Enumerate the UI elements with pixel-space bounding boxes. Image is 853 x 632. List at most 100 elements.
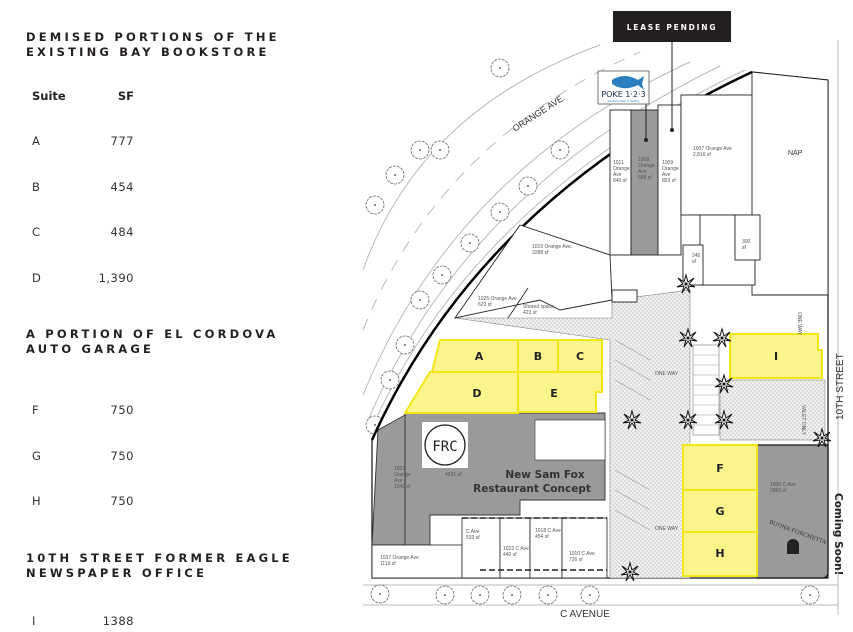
map-label: 1010 C Ave xyxy=(569,551,595,557)
map-label: D xyxy=(472,387,481,400)
map-label: sf xyxy=(742,245,747,251)
table-cell: 750 xyxy=(110,494,134,508)
lease-pending-badge xyxy=(613,11,731,42)
map-label: Shared space xyxy=(523,304,554,310)
map-label: 533 sf xyxy=(466,535,480,541)
available-suites xyxy=(403,333,823,577)
map-label: Ave xyxy=(638,169,647,175)
suite-e[interactable] xyxy=(517,371,603,413)
map-label: 1025 Orange Ave xyxy=(478,296,517,302)
map-label: Premium Fresh & Healthy xyxy=(608,99,640,103)
map-label: Orange xyxy=(662,166,679,172)
table-cell: F xyxy=(32,403,40,417)
col-sf: SF xyxy=(117,89,134,103)
map-label: EXISTING BAY BOOKSTORE xyxy=(26,45,270,59)
map-label: C Ave xyxy=(466,529,479,535)
c-ave-units xyxy=(371,517,608,579)
table-cell: I xyxy=(32,614,36,628)
map-label: 1009 xyxy=(638,157,649,163)
map-label: 1018 C Ave xyxy=(535,528,561,534)
map-label: 2,816 sf xyxy=(693,152,711,158)
map-label: Ave xyxy=(394,478,403,484)
map-label: Ave xyxy=(662,172,671,178)
valet-only-label: VALET ONLY xyxy=(800,405,806,436)
map-label: 1007 Orange Ave xyxy=(693,146,732,152)
map-label: 10TH STREET FORMER EAGLE xyxy=(26,551,293,565)
one-way-label: ONE WAY xyxy=(796,312,802,336)
map-label: B xyxy=(534,350,542,363)
map-label: I xyxy=(774,350,778,363)
map-label: FRC xyxy=(432,439,457,455)
nap-label: NAP xyxy=(788,150,803,157)
map-label: DEMISED PORTIONS OF THE xyxy=(26,30,280,44)
map-label: 588 sf xyxy=(638,175,652,181)
table-cell: G xyxy=(32,449,42,463)
table-cell: 750 xyxy=(110,403,134,417)
building-1000-c-ave xyxy=(756,444,829,579)
map-label: 423 sf xyxy=(523,310,537,316)
c-avenue-label: C AVENUE xyxy=(560,609,610,620)
map-label: 1015 Orange Ave. xyxy=(532,244,572,250)
map-label: A PORTION OF EL CORDOVA xyxy=(26,327,279,341)
table-cell: 454 xyxy=(110,180,134,194)
map-label: 2860 sf xyxy=(770,488,787,494)
map-label: 3288 sf xyxy=(532,250,549,256)
map-label: 1119 sf xyxy=(380,561,396,567)
map-label: C xyxy=(576,350,584,363)
map-label: NEWSPAPER OFFICE xyxy=(26,566,208,580)
map-label: sf xyxy=(692,259,697,265)
map-label: Ave xyxy=(613,172,622,178)
suite-h[interactable] xyxy=(682,531,758,577)
map-label: H xyxy=(715,547,724,560)
map-label: 623 sf xyxy=(478,302,492,308)
map-label: F xyxy=(716,462,724,475)
table-cell: 1,390 xyxy=(98,271,134,285)
map-label: A xyxy=(475,350,484,363)
map-label: Orange xyxy=(638,163,655,169)
map-label: E xyxy=(550,387,558,400)
map-label: 1021 xyxy=(394,466,405,472)
map-label: G xyxy=(715,505,724,518)
map-label: POKE 1·2·3 xyxy=(601,90,645,99)
map-label: Orange xyxy=(394,472,411,478)
parking-stripes xyxy=(614,339,720,531)
map-label: 1049 sf xyxy=(394,484,411,490)
table-cell: D xyxy=(32,271,42,285)
map-label: 846 sf xyxy=(613,178,627,184)
table-cell: 750 xyxy=(110,449,134,463)
sam-fox-label: Restaurant Concept xyxy=(473,483,591,495)
map-label: 440 sf xyxy=(503,552,517,558)
one-way-label: ONE WAY xyxy=(655,526,679,532)
map-label: 726 sf xyxy=(569,557,583,563)
map-label: 1009 xyxy=(662,160,673,166)
coming-soon-label: Coming Soon! xyxy=(832,493,844,575)
one-way-label: ONE WAY xyxy=(655,371,679,377)
paved-walkway xyxy=(454,289,691,579)
map-label: AUTO GARAGE xyxy=(26,342,155,356)
valet-area xyxy=(719,379,826,441)
map-label: 1000 C Ave xyxy=(770,482,796,488)
table-cell: H xyxy=(32,494,42,508)
map-label: 1022 C Ave xyxy=(503,546,529,552)
orange-ave-buildings xyxy=(453,71,829,319)
table-cell: B xyxy=(32,180,41,194)
map-label: 1037 Orange Ave xyxy=(380,555,419,561)
map-label: Orange xyxy=(613,166,630,172)
courtyard-cutout xyxy=(534,419,606,461)
map-label: 1011 xyxy=(613,160,624,166)
map-label: 240 xyxy=(692,253,701,259)
sam-fox-label: New Sam Fox xyxy=(505,469,584,481)
map-label: 300 xyxy=(742,239,751,245)
col-suite: Suite xyxy=(32,89,66,103)
table-cell: 484 xyxy=(110,225,134,239)
map-label: LEASE PENDING xyxy=(627,23,718,32)
suite-i[interactable] xyxy=(729,333,823,379)
poke-123-logo: POKE 1·2·3 Premium Fresh & Healthy xyxy=(597,70,650,105)
map-label: 454 sf xyxy=(535,534,549,540)
